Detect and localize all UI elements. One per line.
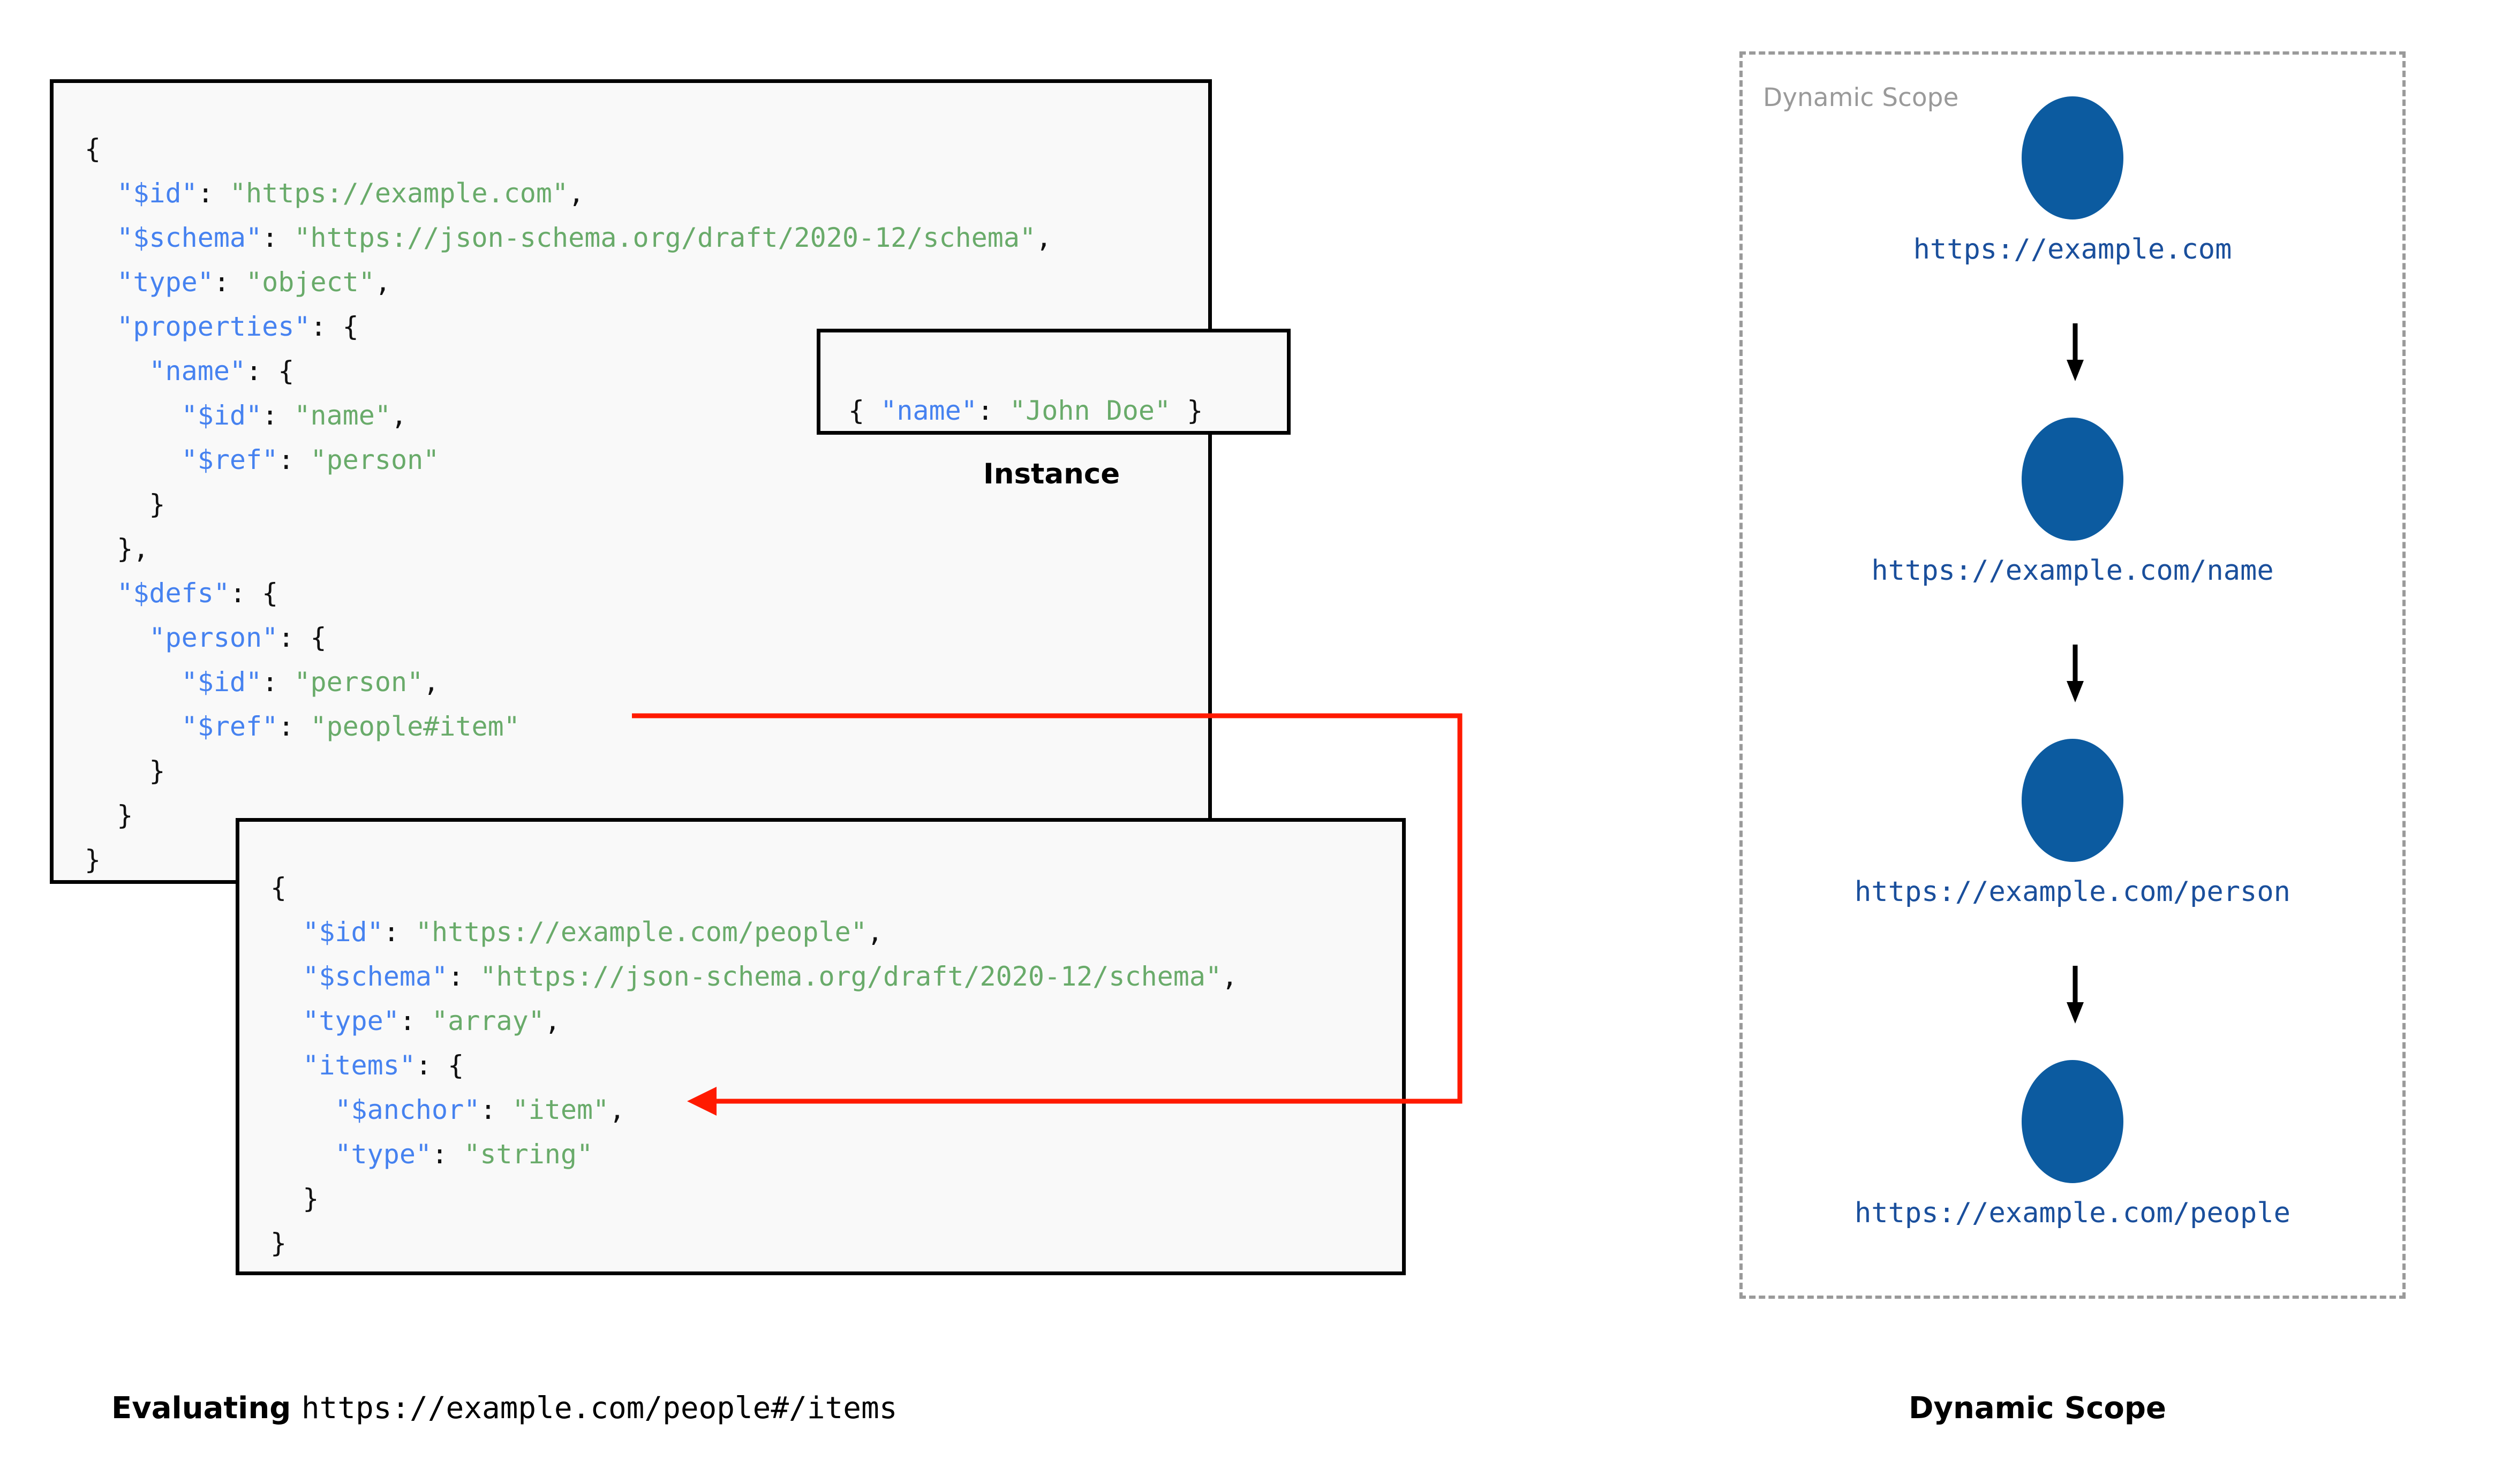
scope-down-arrow-icon-1 xyxy=(2067,645,2084,702)
scope-down-arrow-icon-2 xyxy=(2067,966,2084,1024)
scope-ellipse-icon-3 xyxy=(2022,1060,2123,1183)
scope-node-uri-2: https://example.com/person xyxy=(1855,876,2290,908)
scope-down-arrow-icon-0 xyxy=(2067,323,2084,381)
instance-label: Instance xyxy=(983,458,1120,490)
scope-node-0: https://example.com xyxy=(1810,96,2335,266)
scope-node-uri-3: https://example.com/people xyxy=(1855,1197,2290,1229)
evaluating-caption-lead: Evaluating xyxy=(111,1391,302,1426)
scope-ellipse-icon-2 xyxy=(2022,739,2123,862)
scope-node-2: https://example.com/person xyxy=(1810,739,2335,908)
scope-node-uri-1: https://example.com/name xyxy=(1871,555,2274,587)
scope-ellipse-icon-1 xyxy=(2022,418,2123,541)
scope-node-uri-0: https://example.com xyxy=(1913,233,2232,266)
dynamic-scope-panel xyxy=(1739,51,2406,1299)
scope-node-1: https://example.com/name xyxy=(1810,418,2335,587)
people-schema-code: { "$id": "https://example.com/people", "… xyxy=(270,872,1238,1259)
scope-node-3: https://example.com/people xyxy=(1810,1060,2335,1229)
evaluating-caption-uri: https://example.com/people#/items xyxy=(301,1391,898,1426)
people-schema-box: { "$id": "https://example.com/people", "… xyxy=(236,818,1406,1275)
root-schema-code: { "$id": "https://example.com", "$schema… xyxy=(85,133,1052,875)
dynamic-scope-caption: Dynamic Scope xyxy=(1909,1391,2166,1426)
dynamic-scope-panel-title: Dynamic Scope xyxy=(1763,83,1959,112)
evaluating-caption: Evaluating https://example.com/people#/i… xyxy=(111,1391,897,1426)
instance-box: { "name": "John Doe" } xyxy=(817,329,1291,435)
scope-ellipse-icon-0 xyxy=(2022,96,2123,219)
instance-code: { "name": "John Doe" } xyxy=(848,395,1203,426)
